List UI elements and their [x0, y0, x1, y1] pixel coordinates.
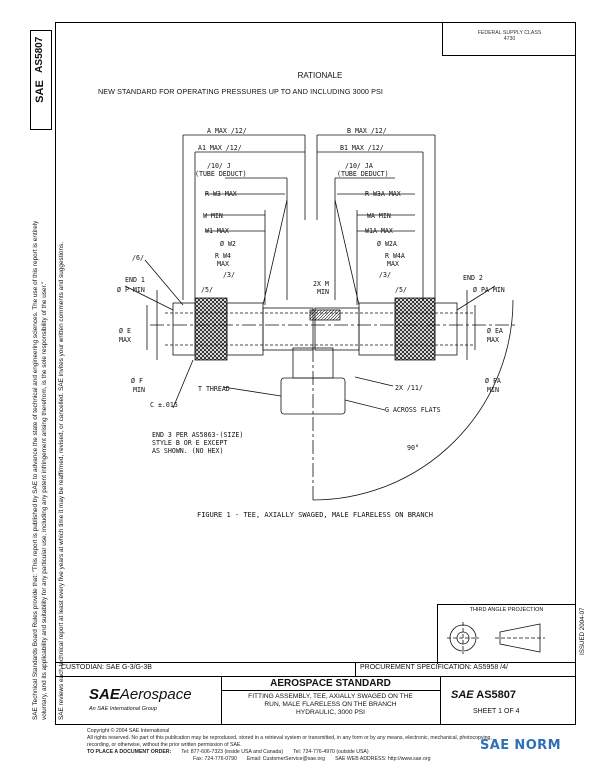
third-angle-symbol	[447, 622, 545, 654]
label-ref3-right: /3/	[379, 271, 391, 279]
label-max-left: MAX	[217, 260, 229, 268]
doc-number: AS5807	[476, 689, 517, 701]
label-2x-m: 2X M	[313, 280, 329, 288]
label-b-max: B MAX /12/	[347, 127, 387, 135]
doc-id: SAE AS5807	[451, 689, 516, 701]
label-ref10-left: /10/ J	[207, 162, 231, 170]
label-wa-min: WA MIN	[367, 212, 391, 220]
order-email: Email: CustomerService@sae.org	[246, 756, 326, 762]
label-dia-p-min: Ø P MIN	[117, 286, 145, 294]
label-90-deg: 90°	[407, 444, 419, 452]
label-ref10-right: /10/ JA	[345, 162, 373, 170]
brand-sub: An SAE International Group	[89, 706, 157, 712]
label-max-right: MAX	[387, 260, 399, 268]
supply-class-label: FEDERAL SUPPLY CLASS	[477, 30, 542, 36]
rationale-title: RATIONALE	[297, 71, 343, 80]
label-ref3-left: /3/	[223, 271, 235, 279]
label-w-min: W MIN	[203, 212, 223, 220]
sheet-number: SHEET 1 OF 4	[473, 708, 520, 715]
label-c-015: C ±.015	[150, 401, 178, 409]
label-ref5-left: /5/	[201, 286, 213, 294]
label-fa-min: MIN	[487, 386, 499, 394]
label-tube-deduct-left: (TUBE DEDUCT)	[195, 170, 247, 178]
side-logo: SAE	[34, 80, 46, 103]
custodian: CUSTODIAN: SAE G-3/G-3B	[61, 664, 152, 671]
rights-1: All rights reserved. No part of this pub…	[87, 735, 492, 741]
rights-2: recording, or otherwise, without the pri…	[87, 742, 242, 748]
order-label: TO PLACE A DOCUMENT ORDER:	[87, 749, 172, 755]
label-ea-max: MAX	[487, 336, 499, 344]
desc-line-1: FITTING ASSEMBLY, TEE, AXIALLY SWAGED ON…	[248, 693, 413, 700]
order-fax: Fax: 724-776-0790	[193, 756, 237, 762]
side-doc-number: AS5807	[34, 37, 45, 74]
label-tube-deduct-right: (TUBE DEDUCT)	[337, 170, 389, 178]
standard-title: AEROSPACE STANDARD	[270, 678, 391, 689]
label-dia-ea: Ø EA	[487, 327, 503, 335]
label-end3-line3: AS SHOWN. (NO HEX)	[152, 447, 223, 455]
label-r-w4a: R W4A	[385, 252, 405, 260]
doc-sae: SAE	[451, 689, 474, 701]
sidebar-notice-2: voluntary, and its applicability and sui…	[41, 281, 48, 720]
label-dia-w2: Ø W2	[220, 240, 236, 248]
label-min-center: MIN	[317, 288, 329, 296]
sidebar-notice-1: SAE Technical Standards Board Rules prov…	[32, 220, 39, 720]
label-t-thread: T THREAD	[198, 385, 230, 393]
label-w1a-max: W1A MAX	[365, 227, 393, 235]
figure-caption: FIGURE 1 - TEE, AXIALLY SWAGED, MALE FLA…	[196, 511, 433, 519]
third-angle-label: THIRD ANGLE PROJECTION	[469, 607, 544, 613]
title-block: CUSTODIAN: SAE G-3/G-3B PROCUREMENT SPEC…	[55, 662, 576, 725]
order-tel2: Tel: 724-776-4970 (outside USA)	[293, 749, 369, 755]
brand-sae: SAE	[89, 686, 120, 703]
desc-line-3: HYDRAULIC, 3000 PSI	[296, 709, 365, 716]
label-dia-pa-min: Ø PA MIN	[473, 286, 505, 294]
supply-class-box: FEDERAL SUPPLY CLASS 4730	[442, 22, 576, 56]
label-r-w4: R W4	[215, 252, 231, 260]
third-angle-box	[437, 604, 576, 664]
copyright: Copyright © 2004 SAE International	[87, 728, 170, 734]
procurement-spec: PROCUREMENT SPECIFICATION: AS5958 /4/	[360, 664, 508, 671]
label-a-max: A MAX /12/	[207, 127, 247, 135]
label-ref6: /6/	[132, 254, 144, 262]
brand-aero: Aerospace	[119, 686, 192, 703]
desc-line-2: RUN, MALE FLARELESS ON THE BRANCH	[264, 701, 397, 708]
label-end2: END 2	[463, 274, 483, 282]
label-f-min: MIN	[133, 386, 145, 394]
order-web: SAE WEB ADDRESS: http://www.sae.org	[335, 756, 431, 762]
watermark: SAE NORM	[480, 738, 561, 753]
label-dia-e: Ø E	[119, 327, 131, 335]
part-description: FITTING ASSEMBLY, TEE, AXIALLY SWAGED ON…	[221, 693, 440, 717]
label-ref5-right: /5/	[395, 286, 407, 294]
order-tel: Tel: 877-606-7323 (inside USA and Canada…	[181, 749, 284, 755]
sae-aerospace-logo: SAEAerospace	[89, 686, 192, 703]
label-dia-w2a: Ø W2A	[377, 240, 397, 248]
footer: Copyright © 2004 SAE International All r…	[87, 728, 492, 763]
label-r-w3-max: R W3 MAX	[205, 190, 237, 198]
label-r-w3a-max: R W3A MAX	[365, 190, 401, 198]
label-2x-11: 2X /11/	[395, 384, 423, 392]
label-b1-max: B1 MAX /12/	[340, 144, 384, 152]
label-w1-max: W1 MAX	[205, 227, 229, 235]
label-dia-fa: Ø FA	[485, 377, 501, 385]
label-dia-f: Ø F	[131, 377, 143, 385]
side-logo-box: SAE AS5807	[30, 30, 52, 130]
rationale-text: NEW STANDARD FOR OPERATING PRESSURES UP …	[98, 87, 384, 96]
label-end3-line1: END 3 PER AS5863-(SIZE)	[152, 431, 243, 439]
label-end3-line2: STYLE B OR E EXCEPT	[152, 439, 227, 447]
issued-date: ISSUED 2004-07	[579, 607, 586, 655]
label-end1: END 1	[125, 276, 145, 284]
label-a1-max: A1 MAX /12/	[198, 144, 242, 152]
label-g-flats: G ACROSS FLATS	[385, 406, 441, 414]
label-e-max: MAX	[119, 336, 131, 344]
tee-fitting-drawing: A MAX /12/ A1 MAX /12/ B MAX /12/ B1 MAX…	[117, 127, 515, 501]
supply-class-value: 4730	[503, 36, 516, 42]
drawing-frame	[55, 22, 576, 725]
